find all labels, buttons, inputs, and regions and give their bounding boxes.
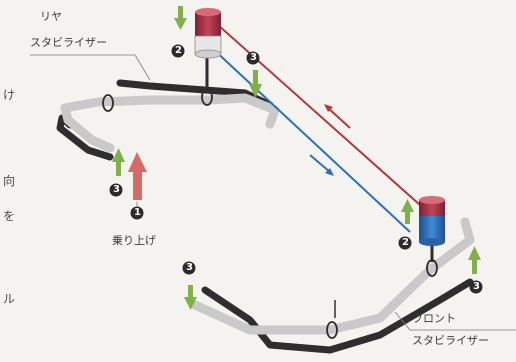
marker-rear-cyl-circle bbox=[171, 44, 185, 58]
hydraulic-lines bbox=[211, 24, 421, 233]
marker-3-rear-right: 3 bbox=[250, 52, 257, 63]
side-char-3: を bbox=[3, 209, 16, 223]
marker-rear-left-circle bbox=[109, 183, 123, 197]
blue-hydraulic-line bbox=[211, 47, 411, 233]
rear-label-leader bbox=[30, 54, 151, 81]
front-stabilizer-bar bbox=[190, 217, 475, 335]
marker-front-cyl-circle bbox=[398, 236, 412, 250]
side-char-1: け bbox=[3, 88, 16, 102]
rear-stabilizer-arm-left bbox=[60, 103, 115, 153]
front-left-down-arrow bbox=[184, 285, 197, 310]
marker-3-front-left: 3 bbox=[186, 262, 193, 273]
marker-ride-up-circle bbox=[130, 206, 144, 220]
rear-cylinder-down-arrow bbox=[174, 6, 187, 30]
ride-up-arrow bbox=[128, 152, 147, 200]
front-stabilizer-bar-dark bbox=[201, 278, 474, 354]
marker-2-rear-cylinder: 2 bbox=[175, 45, 182, 56]
step-markers bbox=[109, 44, 483, 294]
rear-bushing-left bbox=[102, 94, 114, 112]
rear-cylinder bbox=[194, 8, 222, 59]
leader-lines bbox=[30, 54, 516, 331]
marker-front-right-circle bbox=[469, 280, 483, 294]
front-right-up-arrow bbox=[468, 246, 481, 274]
rear-right-down-arrow bbox=[249, 70, 262, 98]
marker-front-left-circle bbox=[182, 261, 196, 275]
blue-flow-arrowhead bbox=[325, 168, 334, 176]
side-char-2: 向 bbox=[3, 174, 16, 188]
front-label-leader bbox=[394, 311, 516, 331]
marker-3-rear-left: 3 bbox=[113, 184, 120, 195]
ride-up-label: 乗り上げ bbox=[112, 234, 156, 247]
rear-left-up-arrow bbox=[112, 148, 125, 176]
red-hydraulic-line bbox=[217, 24, 421, 206]
rear-stabilizer-label-line1: リヤ bbox=[40, 10, 62, 23]
side-char-4: ル bbox=[3, 292, 16, 306]
marker-2-front-cylinder: 2 bbox=[402, 237, 409, 248]
front-cylinder-up-arrow bbox=[401, 199, 414, 224]
red-flow-arrow bbox=[327, 107, 351, 129]
front-stabilizer-label-line2: スタビライザー bbox=[412, 334, 489, 347]
rear-stabilizer-label-line2: スタビライザー bbox=[30, 36, 107, 49]
rear-stabilizer-bar bbox=[60, 93, 280, 129]
marker-rear-right-circle bbox=[246, 51, 260, 65]
front-cylinder bbox=[419, 196, 445, 246]
front-stabilizer-label-line1: フロント bbox=[412, 312, 456, 325]
movement-arrows bbox=[112, 6, 481, 310]
front-stabilizer bbox=[190, 217, 475, 354]
marker-1-ride-up: 1 bbox=[134, 207, 141, 218]
red-flow-arrowhead bbox=[324, 104, 333, 112]
front-bushing-left bbox=[326, 321, 338, 339]
rear-stabilizer bbox=[56, 55, 280, 161]
marker-3-front-right: 3 bbox=[473, 281, 480, 292]
blue-flow-arrow bbox=[309, 154, 331, 173]
